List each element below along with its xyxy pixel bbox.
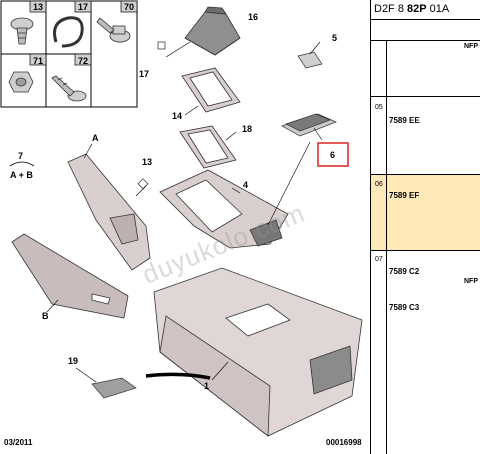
part-14-trim-frame (181, 67, 241, 113)
exploded-parts-diagram: 13 17 70 71 72 16 17 5 14 18 6 4 A 7 A +… (0, 0, 363, 447)
callout-17[interactable]: 17 (139, 69, 150, 79)
callout-13[interactable]: 13 (142, 157, 153, 167)
table-rule (371, 19, 480, 20)
row-ref: 7589 EE (389, 116, 420, 125)
table-rule (371, 174, 480, 175)
row-index: 07 (375, 256, 383, 263)
header-code-bold: 82P (407, 3, 427, 15)
clip-13-drawing (10, 17, 34, 45)
callout-6[interactable]: 6 (330, 150, 336, 160)
callout-A[interactable]: A (92, 133, 99, 143)
fastener-70-label: 70 (124, 2, 135, 12)
table-rule (371, 96, 480, 97)
clip-17-drawing (53, 16, 84, 48)
callout-5[interactable]: 5 (332, 33, 338, 43)
callout-7[interactable]: 7 (18, 151, 24, 161)
row-index: 05 (375, 104, 383, 111)
screw-72-drawing (51, 75, 87, 102)
table-header-code: D2F 8 82P 01A (371, 0, 480, 19)
callout-16[interactable]: 16 (248, 12, 259, 22)
callout-1[interactable]: 1 (204, 381, 210, 391)
table-rule (371, 250, 480, 251)
row-ref: 7589 C2 (389, 267, 420, 276)
callout-B[interactable]: B (42, 311, 49, 321)
row-ref-secondary: 7589 C3 (389, 303, 420, 312)
header-code-prefix: D2F 8 (374, 3, 408, 15)
parts-reference-table: D2F 8 82P 01A NFP 05 7589 EE 06 7589 EF … (370, 0, 480, 454)
screw-70-drawing (96, 17, 131, 43)
part-1-console-body (153, 267, 363, 437)
row-nfp-flag: NFP (464, 278, 478, 285)
part-18-inner-frame (179, 125, 237, 169)
fastener-13-label: 13 (33, 2, 44, 12)
part-6-switch-panel (281, 113, 337, 137)
row-index: 06 (375, 181, 383, 188)
row-nfp-flag: NFP (464, 43, 478, 50)
table-index-divider (386, 175, 387, 250)
table-rule (371, 40, 480, 41)
part-A-side-trim (67, 153, 151, 271)
fastener-71-label: 71 (33, 56, 44, 66)
diagram-drawing (0, 0, 363, 437)
table-row[interactable]: 07 7589 C2 NFP 7589 C3 (371, 251, 480, 454)
fastener-72-label: 72 (78, 56, 89, 66)
part-B-side-panel (11, 233, 129, 319)
footer-date: 03/2011 (4, 438, 33, 447)
fastener-number-tabs (29, 0, 138, 66)
callout-14[interactable]: 14 (172, 111, 183, 121)
callout-A-plus-B[interactable]: A + B (10, 170, 33, 180)
callout-19[interactable]: 19 (68, 356, 79, 366)
header-code-suffix: 01A (426, 3, 450, 15)
table-row[interactable]: NFP (371, 40, 480, 96)
callout-18[interactable]: 18 (242, 124, 253, 134)
footer-doc-number: 00016998 (326, 438, 362, 447)
part-19-cap (91, 377, 137, 399)
row-ref: 7589 EF (389, 191, 420, 200)
part-6-highlight-box (317, 142, 349, 167)
table-row-selected[interactable]: 06 7589 EF (371, 175, 480, 250)
callout-4[interactable]: 4 (243, 180, 249, 190)
nut-71-drawing (8, 71, 34, 93)
part-16-gear-boot (184, 6, 241, 56)
part-5-clip (297, 51, 323, 69)
fastener-17-label: 17 (78, 2, 89, 12)
table-row[interactable]: 05 7589 EE (371, 96, 480, 174)
part-4-console-top (159, 169, 289, 249)
